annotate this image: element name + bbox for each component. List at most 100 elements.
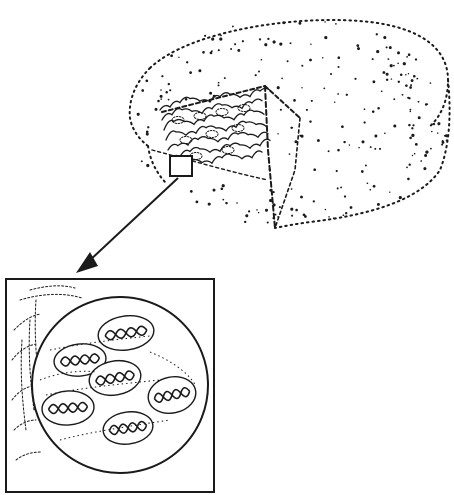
stipple-dot [309, 59, 312, 62]
stipple-dot [406, 56, 408, 58]
stipple-dot [411, 79, 414, 82]
stipple-dot [363, 121, 365, 123]
stipple-dot [338, 56, 341, 59]
stipple-dot [337, 187, 339, 189]
stipple-dot [301, 87, 302, 88]
stipple-dot [222, 199, 224, 201]
stipple-dot [354, 78, 356, 80]
stipple-dot [255, 74, 257, 76]
stipple-dot [293, 99, 296, 102]
stipple-dot [416, 78, 418, 80]
wheel-bottom-rim [148, 146, 165, 182]
stipple-dot [258, 212, 260, 214]
wheel-stipple-texture [131, 21, 448, 223]
stipple-dot [196, 201, 199, 204]
stipple-dot [145, 79, 148, 82]
stipple-dot [346, 94, 348, 96]
stipple-dot [369, 189, 371, 191]
stipple-dot [280, 109, 282, 111]
stipple-dot [259, 38, 261, 40]
cut-face-globule [194, 113, 206, 120]
stipple-dot [386, 79, 388, 81]
stipple-dot [334, 102, 335, 103]
stipple-dot [409, 164, 411, 166]
stipple-dot [269, 168, 272, 171]
stipple-dot [168, 99, 170, 101]
cut-face-globule [180, 137, 192, 144]
stipple-dot [415, 58, 417, 60]
stipple-dot [324, 21, 325, 22]
stipple-dot [398, 81, 400, 83]
stipple-dot [384, 132, 386, 134]
stipple-dot [365, 165, 367, 167]
stipple-dot [137, 113, 140, 116]
stipple-dot [300, 135, 303, 138]
stipple-dot [277, 133, 278, 134]
stipple-dot [267, 221, 269, 223]
wedge-back-edge [265, 86, 275, 228]
stipple-dot [379, 148, 381, 150]
stipple-dot [377, 203, 380, 206]
stipple-dot [345, 212, 347, 214]
stipple-dot [313, 200, 315, 202]
stipple-dot [388, 58, 390, 60]
stipple-dot [410, 109, 412, 111]
stipple-dot [408, 53, 411, 56]
stipple-dot [244, 221, 246, 223]
stipple-dot [405, 84, 408, 87]
cut-face-globule [232, 125, 244, 132]
stipple-dot [330, 73, 332, 75]
stipple-dot [425, 151, 428, 154]
stipple-dot [372, 58, 374, 60]
stipple-dot [383, 71, 386, 74]
stipple-dot [265, 209, 268, 212]
stipple-dot [273, 203, 276, 206]
stipple-dot [147, 126, 149, 128]
stipple-dot [168, 83, 170, 85]
stipple-dot [335, 23, 337, 25]
stipple-dot [224, 77, 226, 79]
stipple-dot [178, 57, 179, 58]
stipple-dot [341, 125, 344, 128]
stipple-dot [301, 65, 303, 67]
stipple-dot [410, 111, 412, 113]
arrow-shaft [88, 178, 178, 262]
stipple-dot [367, 182, 369, 184]
stipple-dot [213, 189, 216, 192]
stipple-dot [377, 107, 380, 110]
stipple-dot [161, 75, 163, 77]
stipple-dot [303, 213, 306, 216]
stipple-dot [273, 40, 276, 43]
cut-face-strand [160, 88, 270, 110]
stipple-dot [412, 155, 413, 156]
stipple-dot [242, 40, 244, 42]
stipple-dot [397, 63, 399, 65]
stipple-dot [407, 178, 410, 181]
stipple-dot [209, 92, 212, 95]
stipple-dot [410, 84, 412, 86]
cut-face-globule [206, 131, 218, 138]
stipple-dot [393, 98, 395, 100]
stipple-dot [420, 160, 422, 162]
magnified-inset [6, 279, 214, 492]
stipple-dot [403, 62, 406, 65]
stipple-dot [323, 87, 325, 89]
stipple-dot [437, 122, 440, 125]
stipple-dot [333, 217, 335, 219]
stipple-dot [261, 59, 263, 61]
stipple-dot [340, 186, 342, 188]
stipple-dot [232, 25, 234, 27]
stipple-dot [424, 154, 427, 157]
stipple-dot [350, 206, 353, 209]
stipple-dot [393, 65, 395, 67]
stipple-dot [141, 89, 144, 92]
stipple-dot [256, 209, 258, 211]
stipple-dot [131, 124, 133, 126]
stipple-dot [399, 196, 402, 199]
stipple-dot [273, 191, 275, 193]
stipple-dot [160, 95, 163, 98]
stipple-dot [170, 54, 173, 57]
stipple-dot [383, 36, 386, 39]
